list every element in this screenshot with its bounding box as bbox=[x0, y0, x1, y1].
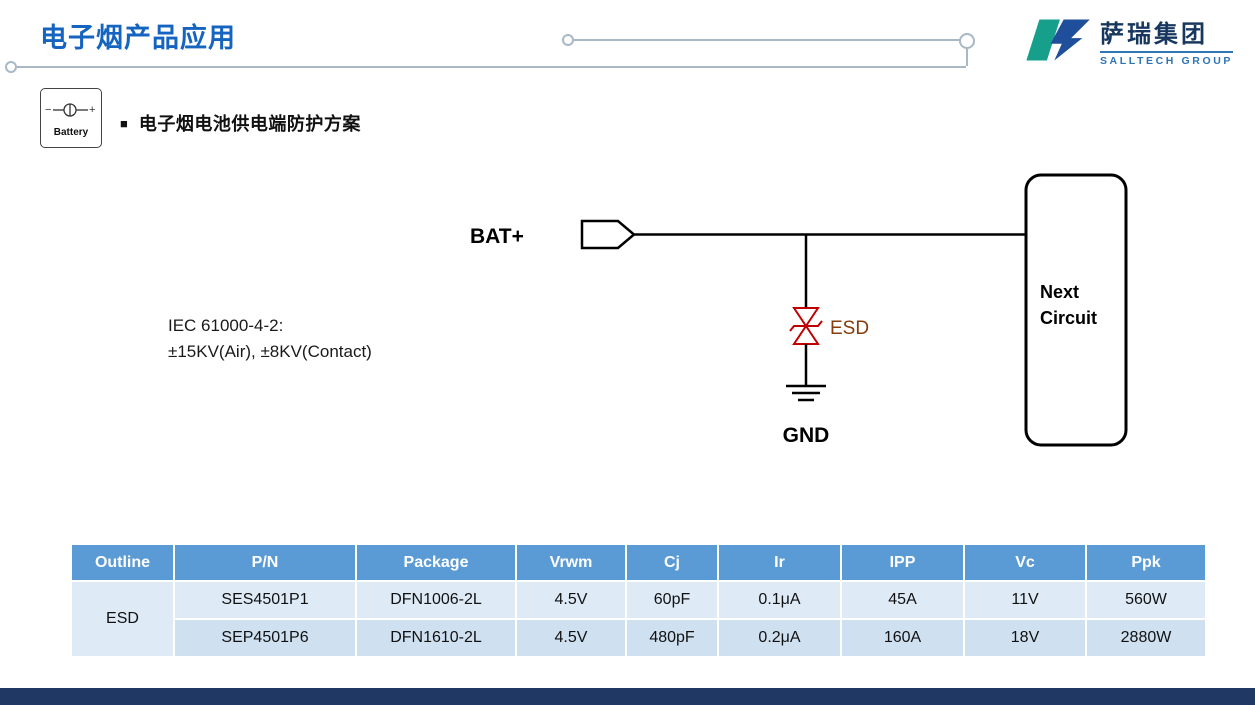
bat-connector-shape bbox=[580, 219, 636, 250]
cell-vc: 11V bbox=[963, 580, 1087, 620]
table-row: ESD SES4501P1 DFN1006-2L 4.5V 60pF 0.1μA… bbox=[70, 580, 1207, 658]
company-logo: 萨瑞集团 SALLTECH GROUP bbox=[1026, 12, 1233, 68]
outline-cell: ESD bbox=[70, 580, 175, 658]
cell-ppk: 560W bbox=[1085, 580, 1207, 620]
cell-vrwm: 4.5V bbox=[515, 618, 627, 658]
esd-label: ESD bbox=[830, 318, 869, 339]
section-heading-text: 电子烟电池供电端防护方案 bbox=[138, 114, 361, 134]
logo-text: 萨瑞集团 SALLTECH GROUP bbox=[1099, 14, 1233, 67]
iec-note-line2: ±15KV(Air), ±8KV(Contact) bbox=[168, 342, 372, 361]
iec-note-line1: IEC 61000-4-2: bbox=[168, 316, 284, 335]
table-row: SEP4501P6 DFN1610-2L 4.5V 480pF 0.2μA 16… bbox=[71, 618, 1207, 658]
cell-pn: SES4501P1 bbox=[173, 580, 357, 620]
col-header-pn: P/N bbox=[173, 543, 357, 582]
logo-name-cn: 萨瑞集团 bbox=[1099, 20, 1208, 48]
next-circuit-label-line2: Circuit bbox=[1040, 308, 1097, 328]
next-circuit-label-line1: Next bbox=[1040, 282, 1079, 302]
cell-ir: 0.2μA bbox=[717, 618, 842, 658]
col-header-package: Package bbox=[355, 543, 517, 582]
cell-ipp: 45A bbox=[840, 580, 965, 620]
section-heading: ■ 电子烟电池供电端防护方案 bbox=[120, 110, 361, 136]
cell-package: DFN1610-2L bbox=[355, 618, 517, 658]
spec-table: Outline P/N Package Vrwm Cj Ir IPP Vc Pp… bbox=[70, 543, 1207, 658]
next-circuit-box bbox=[1024, 173, 1128, 447]
footer-bar bbox=[0, 688, 1255, 705]
iec-note: IEC 61000-4-2: ±15KV(Air), ±8KV(Contact) bbox=[168, 313, 372, 365]
col-header-ppk: Ppk bbox=[1085, 543, 1207, 582]
page-title: 电子烟产品应用 bbox=[40, 23, 236, 53]
cell-package: DFN1006-2L bbox=[355, 580, 517, 620]
cell-cj: 480pF bbox=[625, 618, 719, 658]
battery-label: Battery bbox=[53, 126, 89, 138]
logo-mark-icon bbox=[1026, 19, 1090, 61]
cell-ppk: 2880W bbox=[1085, 618, 1207, 658]
table-header-row: Outline P/N Package Vrwm Cj Ir IPP Vc Pp… bbox=[70, 543, 1207, 582]
battery-circuit-glyph: − + bbox=[45, 102, 95, 117]
cell-ipp: 160A bbox=[840, 618, 965, 658]
circuit-schematic: BAT+ ESD GND Next Circuit bbox=[470, 173, 1128, 447]
battery-icon: − + Battery bbox=[40, 88, 102, 148]
cell-vc: 18V bbox=[963, 618, 1087, 658]
decor-connector-lines bbox=[5, 33, 975, 73]
cell-cj: 60pF bbox=[625, 580, 719, 620]
col-header-outline: Outline bbox=[70, 543, 175, 582]
col-header-ir: Ir bbox=[717, 543, 842, 582]
bullet-square-icon: ■ bbox=[120, 115, 128, 131]
logo-name-en: SALLTECH GROUP bbox=[1099, 54, 1233, 67]
svg-text:−: − bbox=[45, 104, 51, 116]
cell-pn: SEP4501P6 bbox=[173, 618, 357, 658]
cell-ir: 0.1μA bbox=[717, 580, 842, 620]
col-header-vc: Vc bbox=[963, 543, 1087, 582]
col-header-vrwm: Vrwm bbox=[515, 543, 627, 582]
gnd-label: GND bbox=[783, 424, 830, 447]
ground-symbol bbox=[786, 384, 826, 402]
col-header-ipp: IPP bbox=[840, 543, 965, 582]
logo-underline bbox=[1099, 50, 1233, 53]
cell-vrwm: 4.5V bbox=[515, 580, 627, 620]
col-header-cj: Cj bbox=[625, 543, 719, 582]
bat-plus-label: BAT+ bbox=[470, 225, 524, 248]
svg-text:+: + bbox=[89, 104, 95, 116]
esd-diode-symbol bbox=[789, 307, 823, 345]
